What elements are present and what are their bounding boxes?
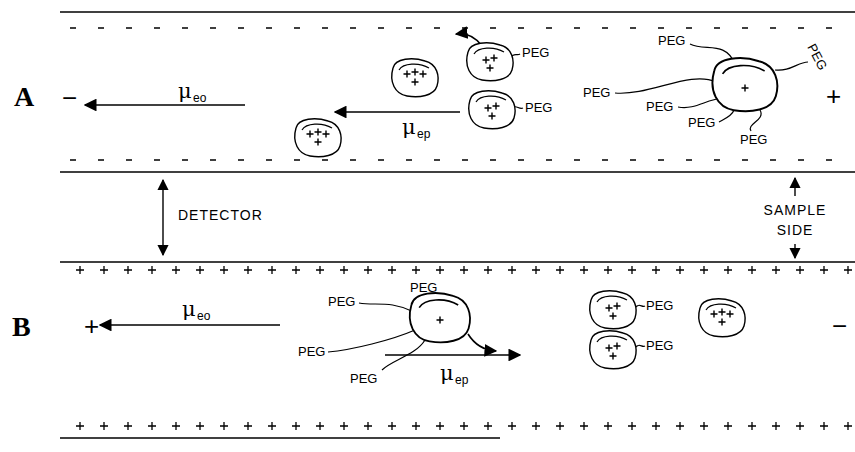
electrode-sign: + xyxy=(826,82,841,111)
mobility-subscript: ep xyxy=(417,128,430,141)
mobility-subscript: ep xyxy=(455,374,468,387)
electrode-sign: + xyxy=(84,312,99,341)
capillary-wall xyxy=(60,12,855,172)
peg-chain xyxy=(328,44,808,370)
peg-label: PEG xyxy=(410,281,437,295)
peg-label: PEG xyxy=(646,100,673,114)
peg-label: PEG xyxy=(646,299,673,313)
position-pointer xyxy=(163,178,795,258)
panel-letter: B xyxy=(12,312,31,343)
peg-label: PEG xyxy=(646,339,673,353)
mobility-symbol: μ xyxy=(440,362,454,385)
mobility-arrow xyxy=(85,34,520,355)
electrode-sign: − xyxy=(832,312,847,341)
peg-label: PEG xyxy=(350,372,377,386)
peg-label: PEG xyxy=(688,116,715,130)
peg-label: PEG xyxy=(525,101,552,115)
electrode-sign: − xyxy=(62,84,77,113)
mobility-symbol: μ xyxy=(402,116,416,139)
position-label: SAMPLE SIDE xyxy=(745,200,845,240)
protein-blob xyxy=(295,43,778,157)
peg-label: PEG xyxy=(583,86,610,100)
peg-label: PEG xyxy=(804,42,830,73)
position-label: DETECTOR xyxy=(178,208,263,223)
mobility-symbol: μ xyxy=(178,80,192,103)
peg-label: PEG xyxy=(328,295,355,309)
peg-label: PEG xyxy=(658,34,685,48)
mobility-subscript: eo xyxy=(197,310,210,323)
mobility-symbol: μ xyxy=(182,298,196,321)
mobility-subscript: eo xyxy=(193,92,206,105)
capillary-wall xyxy=(60,262,855,438)
peg-label: PEG xyxy=(522,46,549,60)
protein-blob xyxy=(410,291,745,369)
panel-letter: A xyxy=(14,82,34,113)
peg-label: PEG xyxy=(298,345,325,359)
peg-label: PEG xyxy=(740,133,767,147)
